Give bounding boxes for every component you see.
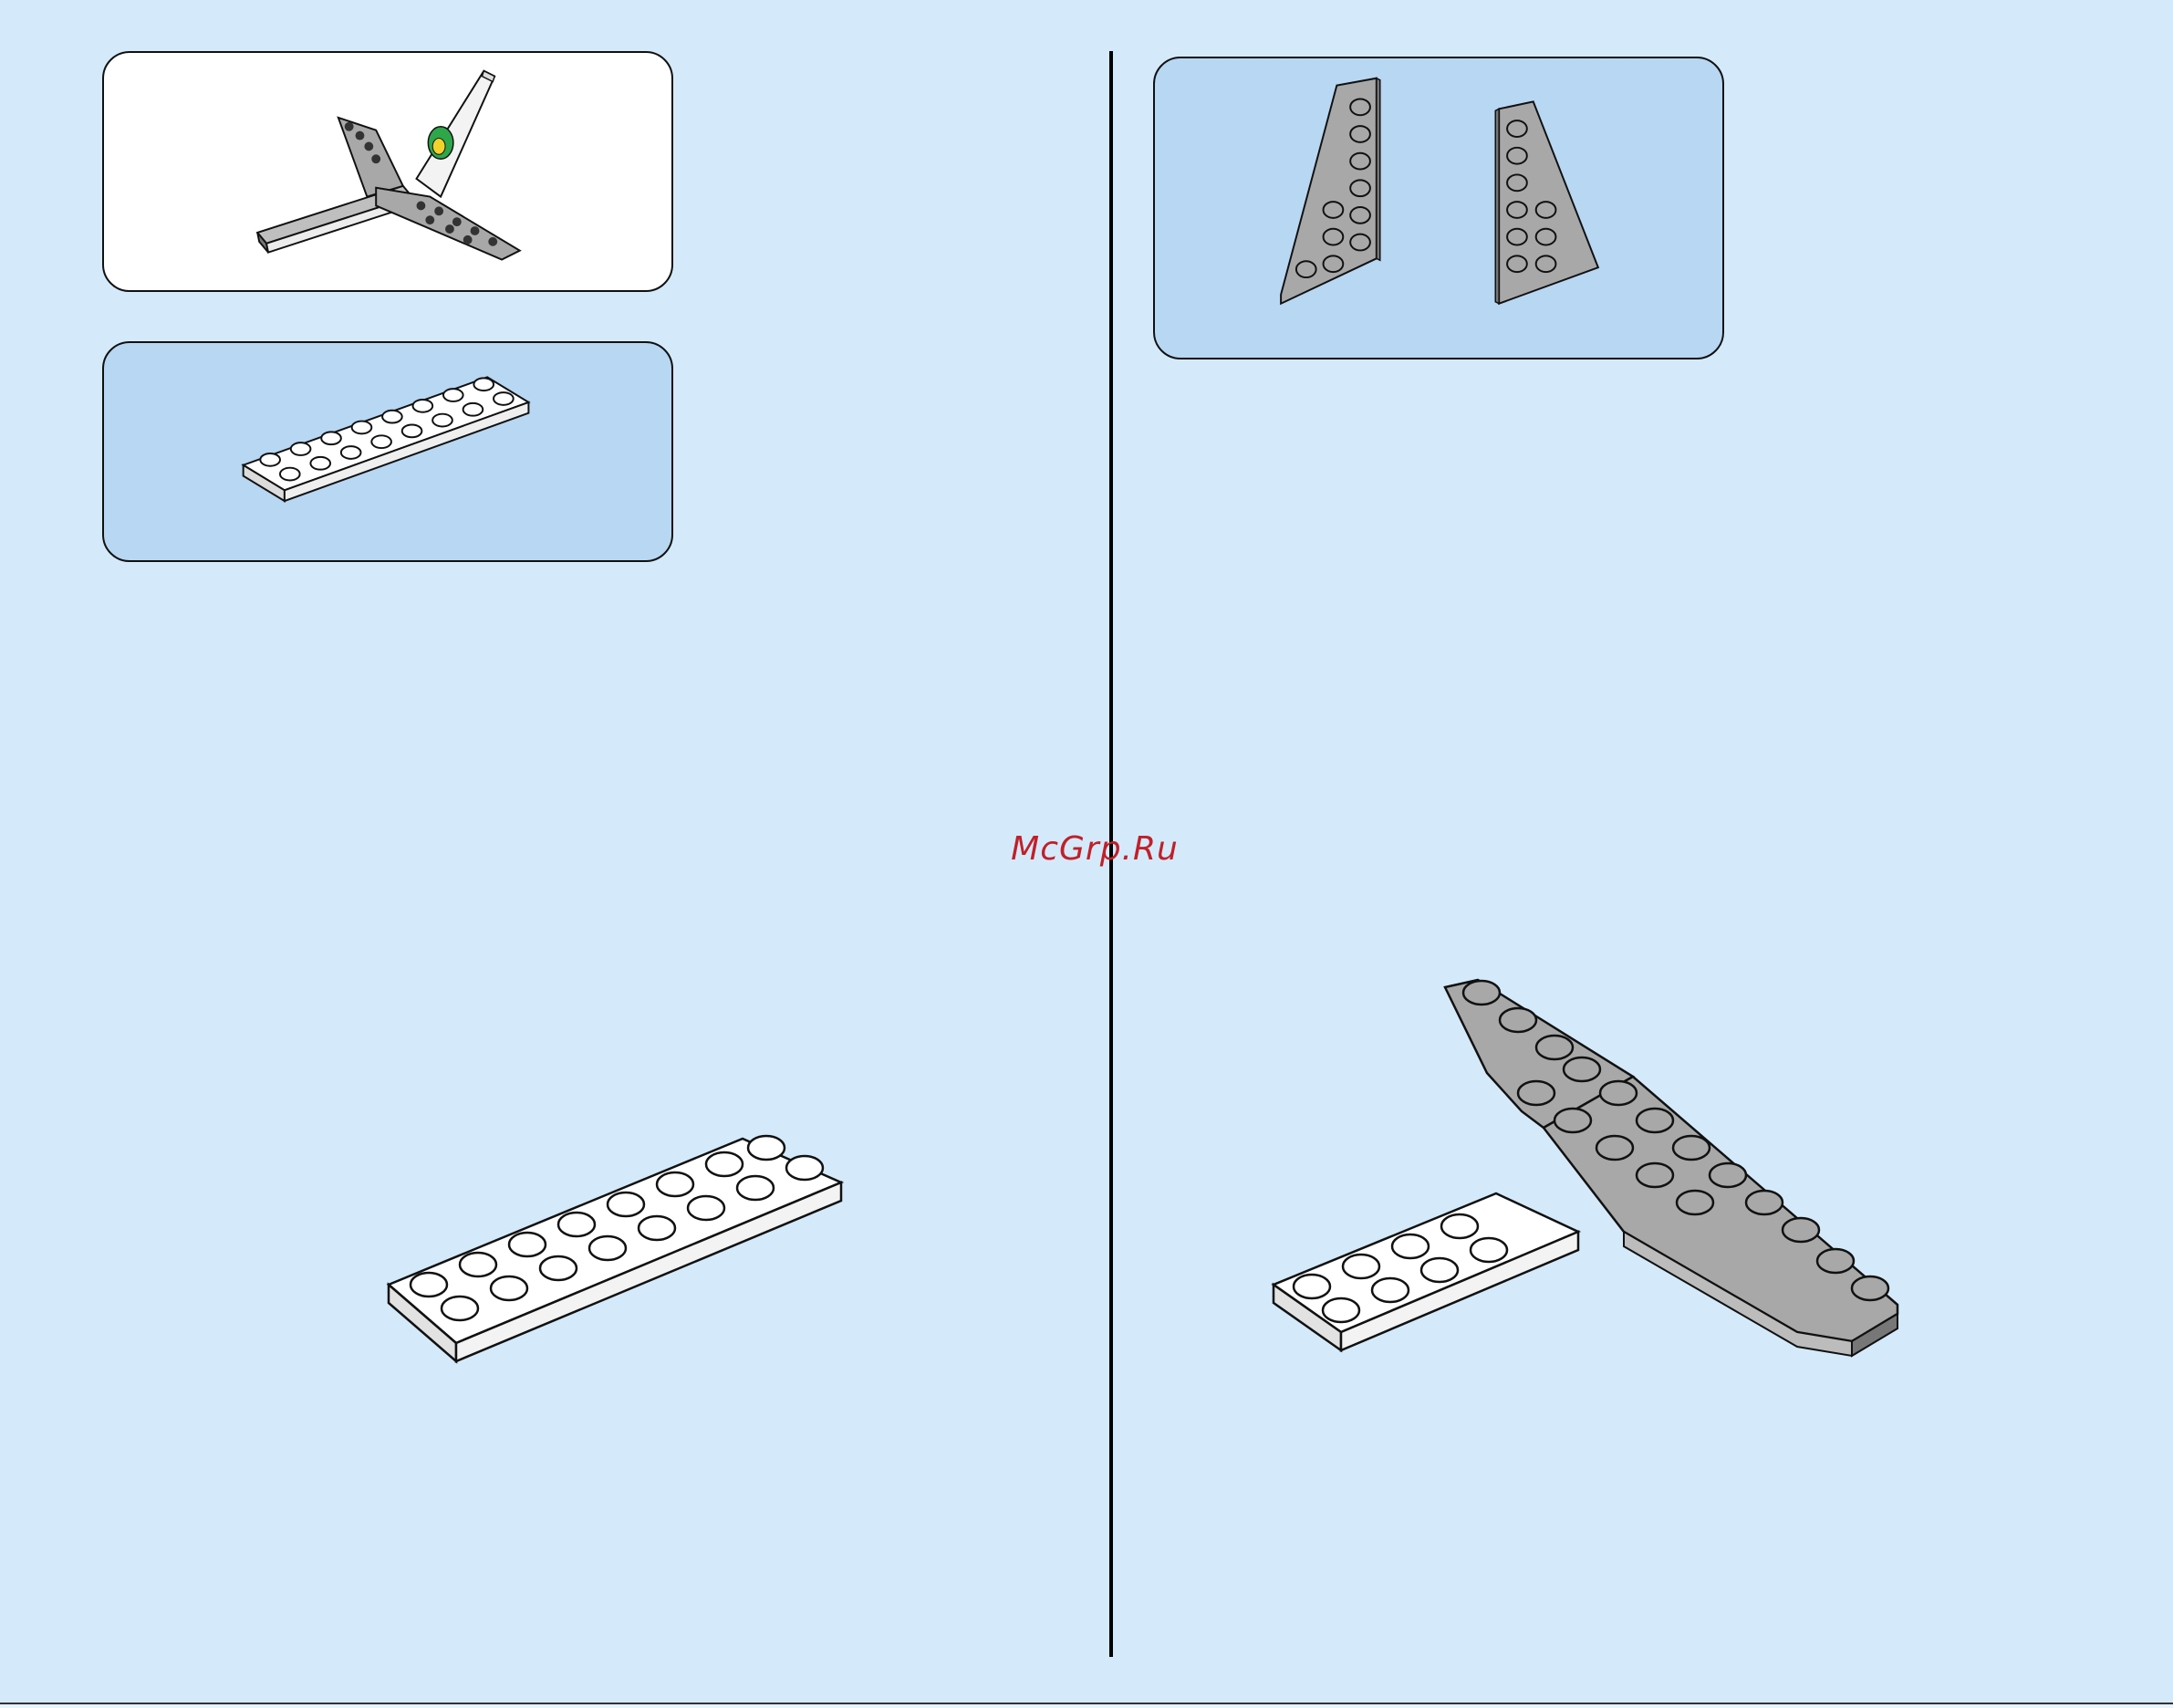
bottom-edge	[0, 1703, 2173, 1708]
build-step-plate	[383, 1122, 858, 1369]
wing-plates-grey-image	[1155, 58, 1722, 358]
wing-attached-image	[1268, 967, 1907, 1369]
plate-2x8-placed-image	[383, 1122, 858, 1369]
plate-2x8-white-image	[104, 343, 671, 560]
preview-panel	[102, 51, 673, 292]
airplane-tail-preview-image	[104, 53, 671, 290]
parts-panel-left	[102, 341, 673, 562]
watermark-text: McGrp.Ru	[1003, 830, 1186, 868]
parts-panel-right	[1153, 57, 1724, 359]
build-step-wing	[1268, 967, 1907, 1369]
